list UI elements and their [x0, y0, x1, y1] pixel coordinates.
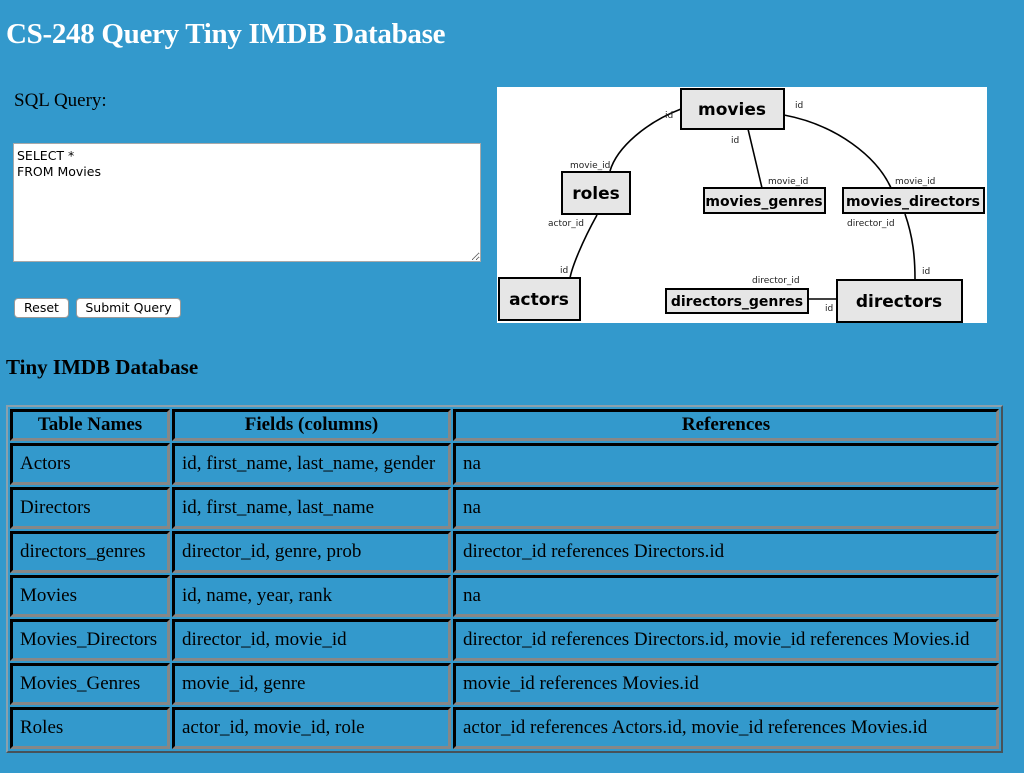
references-cell: na [453, 443, 999, 485]
references-cell: actor_id references Actors.id, movie_id … [453, 707, 999, 749]
column-header-references: References [453, 409, 999, 441]
table-name-cell: Actors [10, 443, 170, 485]
diagram-field-label: id [825, 304, 833, 314]
sql-query-label: SQL Query: [14, 90, 107, 111]
submit-query-button[interactable]: Submit Query [76, 298, 181, 318]
diagram-table-actors: actors [509, 290, 569, 310]
fields-cell: id, first_name, last_name [172, 487, 451, 529]
table-row: Directors id, first_name, last_name na [10, 487, 999, 529]
page-title: CS-248 Query Tiny IMDB Database [6, 18, 446, 50]
references-cell: na [453, 487, 999, 529]
diagram-table-directors: directors [856, 292, 942, 312]
table-row: Movies_Genres movie_id, genre movie_id r… [10, 663, 999, 705]
column-header-table-names: Table Names [10, 409, 170, 441]
references-cell: director_id references Directors.id, mov… [453, 619, 999, 661]
table-row: Movies id, name, year, rank na [10, 575, 999, 617]
diagram-field-label: id [560, 266, 568, 276]
table-name-cell: Movies_Genres [10, 663, 170, 705]
fields-cell: director_id, movie_id [172, 619, 451, 661]
references-cell: na [453, 575, 999, 617]
reset-button[interactable]: Reset [14, 298, 69, 318]
table-name-cell: directors_genres [10, 531, 170, 573]
diagram-field-label: id [922, 267, 930, 277]
diagram-field-label: movie_id [570, 161, 610, 171]
diagram-field-label: movie_id [768, 177, 808, 187]
table-row: directors_genres director_id, genre, pro… [10, 531, 999, 573]
table-header-row: Table Names Fields (columns) References [10, 409, 999, 441]
diagram-field-label: director_id [752, 276, 800, 286]
table-name-cell: Roles [10, 707, 170, 749]
references-cell: movie_id references Movies.id [453, 663, 999, 705]
sql-query-textarea[interactable]: SELECT * FROM Movies [13, 143, 481, 262]
fields-cell: id, first_name, last_name, gender [172, 443, 451, 485]
fields-cell: actor_id, movie_id, role [172, 707, 451, 749]
diagram-field-label: id [795, 101, 803, 111]
diagram-table-movies-genres: movies_genres [705, 194, 822, 210]
diagram-field-label: id [731, 136, 739, 146]
diagram-field-label: id [665, 111, 673, 121]
database-tables-table: Table Names Fields (columns) References … [6, 405, 1003, 753]
diagram-field-label: director_id [847, 219, 895, 229]
fields-cell: director_id, genre, prob [172, 531, 451, 573]
diagram-table-movies: movies [698, 100, 766, 120]
table-name-cell: Movies [10, 575, 170, 617]
table-name-cell: Directors [10, 487, 170, 529]
table-name-cell: Movies_Directors [10, 619, 170, 661]
diagram-table-directors-genres: directors_genres [671, 294, 803, 310]
references-cell: director_id references Directors.id [453, 531, 999, 573]
diagram-field-label: actor_id [548, 219, 584, 229]
schema-diagram: movies roles movies_genres movies_direct… [497, 87, 987, 323]
fields-cell: id, name, year, rank [172, 575, 451, 617]
diagram-table-movies-directors: movies_directors [846, 194, 980, 210]
fields-cell: movie_id, genre [172, 663, 451, 705]
table-row: Roles actor_id, movie_id, role actor_id … [10, 707, 999, 749]
table-row: Actors id, first_name, last_name, gender… [10, 443, 999, 485]
table-row: Movies_Directors director_id, movie_id d… [10, 619, 999, 661]
diagram-table-roles: roles [572, 184, 620, 204]
section-heading: Tiny IMDB Database [6, 355, 199, 379]
column-header-fields: Fields (columns) [172, 409, 451, 441]
diagram-field-label: movie_id [895, 177, 935, 187]
